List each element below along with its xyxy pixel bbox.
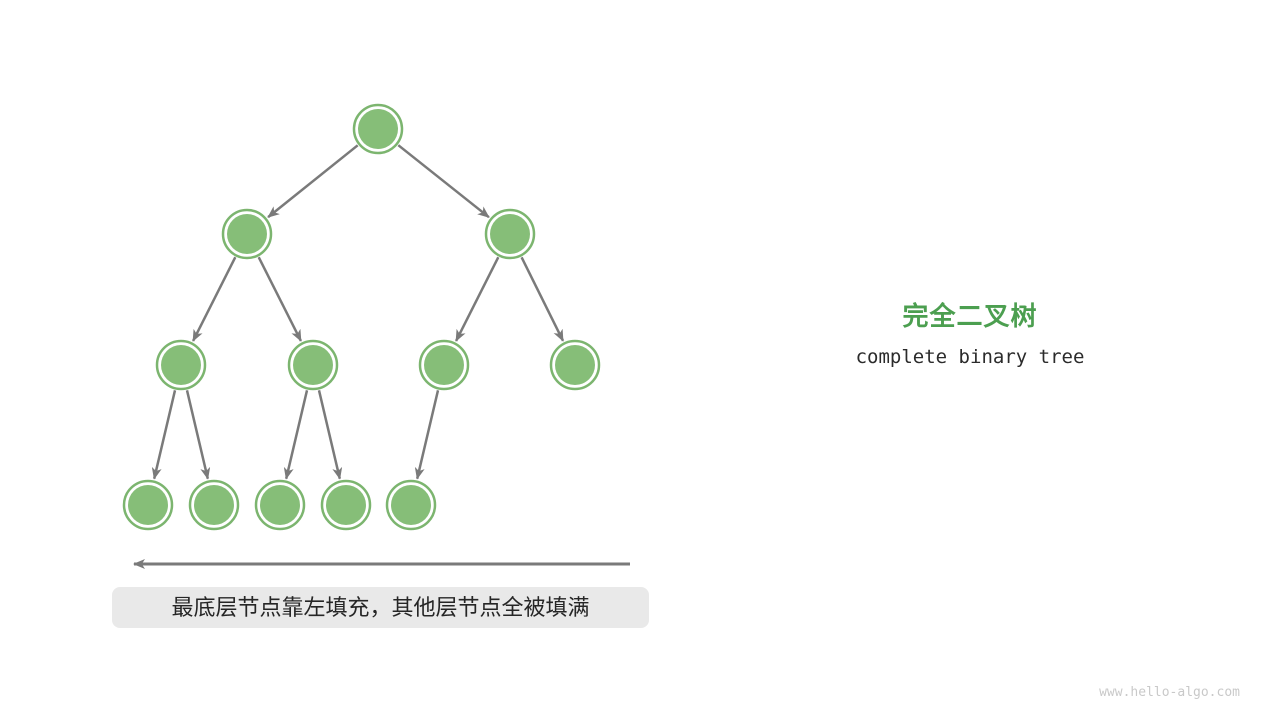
tree-node [188, 479, 240, 531]
legend: 完全二叉树 complete binary tree [810, 296, 1130, 368]
tree-edge [283, 390, 309, 480]
tree-edge [317, 390, 343, 480]
watermark: www.hello-algo.com [1099, 685, 1240, 700]
caption-box: 最底层节点靠左填充，其他层节点全被填满 [112, 587, 649, 628]
tree-node [484, 208, 536, 260]
tree-node [385, 479, 437, 531]
tree-edge [267, 144, 359, 219]
tree-edge [191, 256, 237, 342]
tree-node [287, 339, 339, 391]
tree-node [549, 339, 601, 391]
tree-edge [454, 256, 500, 342]
tree-node [122, 479, 174, 531]
tree-edge [414, 390, 440, 480]
tree-edge [151, 390, 177, 480]
tree-node [254, 479, 306, 531]
legend-title-zh: 完全二叉树 [902, 301, 1038, 331]
tree-node [352, 103, 404, 155]
legend-title-en: complete binary tree [855, 346, 1085, 368]
tree-node [221, 208, 273, 260]
tree-node [418, 339, 470, 391]
tree-edge [397, 144, 490, 219]
tree-edge [257, 256, 303, 342]
tree-node [155, 339, 207, 391]
tree-edge [520, 256, 565, 342]
tree-node [320, 479, 372, 531]
tree-edge [185, 390, 211, 480]
